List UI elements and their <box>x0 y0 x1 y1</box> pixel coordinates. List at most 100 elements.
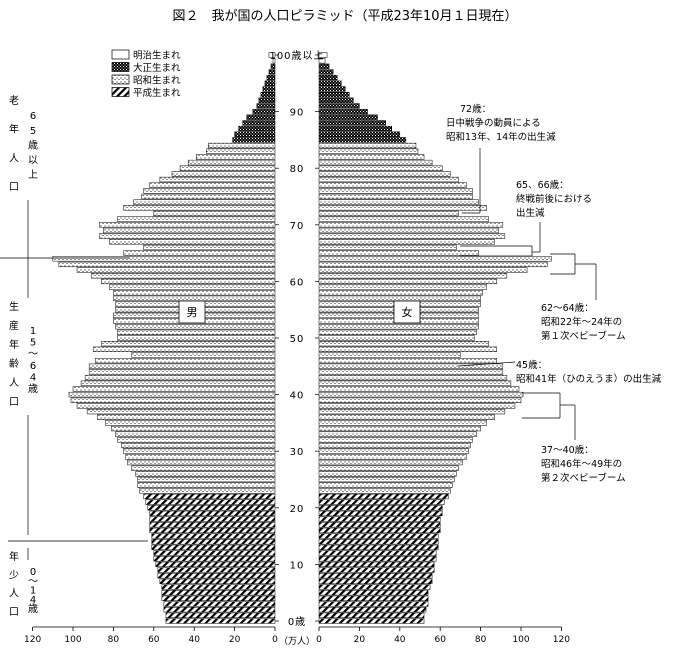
bar-male-age-23 <box>139 488 276 494</box>
bar-male-age-47 <box>131 352 276 358</box>
bar-male-age-59 <box>109 284 276 290</box>
bar-male-age-37 <box>86 408 276 415</box>
group-working-range-char: 歳 <box>28 383 38 395</box>
bar-male-age-71 <box>117 216 276 222</box>
bar-male-age-33 <box>115 431 276 437</box>
group-elderly-range-char: 6 <box>30 111 36 122</box>
bar-female-age-24 <box>318 482 453 488</box>
bar-male-age-67 <box>109 239 276 245</box>
x-tick-male-20: 20 <box>229 635 241 645</box>
bar-male-age-72 <box>153 210 276 217</box>
bar-male-age-76 <box>143 188 276 194</box>
x-tick-female-120: 120 <box>553 635 570 645</box>
bar-female-age-39 <box>318 397 522 403</box>
group-young-range-char: 歳 <box>28 603 38 615</box>
bar-male-age-0 <box>165 618 276 624</box>
bar-male-age-92 <box>258 97 276 103</box>
bar-female-age-7 <box>318 578 433 585</box>
group-young-range-char: 0 <box>30 567 36 578</box>
bar-male-age-87 <box>238 125 276 132</box>
bar-male-age-84 <box>208 142 276 149</box>
bar-female-age-5 <box>318 590 429 596</box>
bar-female-age-31 <box>318 442 471 449</box>
group-young-name-char: 口 <box>9 607 19 618</box>
bar-female-age-88 <box>318 120 386 126</box>
bar-female-age-96 <box>318 74 338 81</box>
bar-male-age-12 <box>153 550 276 556</box>
bar-female-age-36 <box>318 414 495 420</box>
bar-female-age-18 <box>318 516 441 522</box>
bar-male-age-49 <box>101 341 276 347</box>
bar-female-age-2 <box>318 607 427 613</box>
bar-female-age-15 <box>318 533 439 539</box>
bar-female-age-27 <box>318 465 459 471</box>
bar-female-age-16 <box>318 527 441 534</box>
bar-male-age-89 <box>246 114 276 120</box>
bar-female-age-50 <box>318 335 475 341</box>
bar-female-age-78 <box>318 176 459 183</box>
bar-male-age-19 <box>149 510 276 517</box>
group-working-name-char: 人 <box>9 377 19 389</box>
legend-swatch-taisho <box>111 62 130 72</box>
age-tick-40: 40 <box>290 391 305 402</box>
bar-female-age-90 <box>318 108 368 115</box>
bar-female-age-45 <box>318 363 504 369</box>
bar-male-age-91 <box>256 103 276 109</box>
bar-male-age-80 <box>179 165 276 171</box>
group-working-name-char: 生 <box>9 300 19 313</box>
bar-female-age-35 <box>318 420 487 426</box>
bar-female-age-65 <box>318 250 479 256</box>
bar-female-age-23 <box>318 488 451 494</box>
bar-female-age-11 <box>318 556 437 562</box>
bar-female-age-74 <box>318 199 479 205</box>
bar-male-age-94 <box>262 86 276 92</box>
bar-male-age-43 <box>84 374 276 381</box>
x-axis-unit: （万人） <box>279 636 315 647</box>
bar-male-age-93 <box>260 91 276 98</box>
bar-female-age-70 <box>318 222 504 228</box>
bar-male-age-51 <box>117 329 276 335</box>
bar-female-age-0 <box>318 618 425 624</box>
bar-male-age-44 <box>88 369 276 375</box>
bar-male-age-34 <box>111 425 276 432</box>
group-elderly-name-char: 人 <box>9 152 19 164</box>
annotation-age37-line: 昭和46年〜49年の <box>541 458 622 470</box>
group-working-name-char: 年 <box>9 338 19 351</box>
x-tick-male-60: 60 <box>148 635 160 645</box>
legend-swatch-meiji <box>111 49 130 60</box>
bar-female-age-68 <box>318 233 506 239</box>
bar-male-age-74 <box>133 199 276 205</box>
bar-male-age-90 <box>252 108 276 115</box>
bar-female-age-49 <box>318 341 489 347</box>
group-elderly-name-char: 口 <box>9 182 19 193</box>
bar-female-age-82 <box>318 154 425 160</box>
bar-female-age-92 <box>318 97 354 103</box>
annotation-age65-line: 終戦前後における <box>516 193 592 205</box>
bar-male-age-18 <box>149 516 276 522</box>
bar-female-age-95 <box>318 80 342 86</box>
bar-female-age-52 <box>318 324 479 330</box>
chart-title: 図２ 我が国の人口ピラミッド（平成23年10月１日現在） <box>172 9 517 24</box>
bar-female-age-20 <box>318 505 443 511</box>
bar-male-age-46 <box>94 357 276 364</box>
bar-male-age-4 <box>161 595 276 602</box>
group-elderly-name-char: 老 <box>9 94 19 107</box>
bar-female-age-75 <box>318 193 473 200</box>
male-label-text: 男 <box>187 306 198 319</box>
bar-male-age-31 <box>121 442 276 449</box>
age-tick-30: 30 <box>290 447 305 458</box>
group-elderly-range-char: 歳 <box>28 140 38 152</box>
bar-female-age-64 <box>318 256 552 262</box>
bar-male-age-98 <box>270 63 276 69</box>
bar-female-age-83 <box>318 148 419 154</box>
age-tick-10: 10 <box>290 560 305 571</box>
group-elderly-name-char: 年 <box>9 123 19 136</box>
bar-male-age-3 <box>163 601 276 607</box>
annotation-age72-line: 日中戦争の動員による <box>446 117 541 129</box>
x-tick-male-120: 120 <box>24 635 41 645</box>
bar-female-age-93 <box>318 91 350 98</box>
bar-female-age-19 <box>318 510 443 517</box>
